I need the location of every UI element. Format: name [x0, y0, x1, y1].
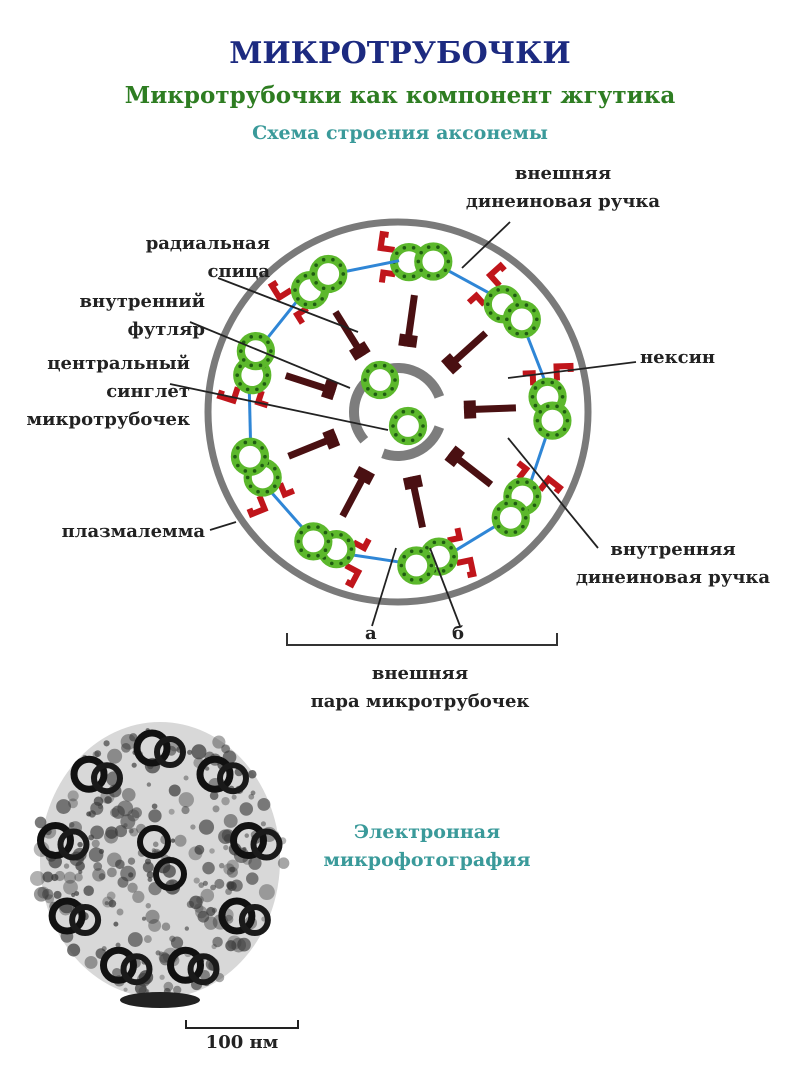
micrograph-doublet — [230, 822, 268, 860]
label-tubule-a: а — [365, 623, 377, 644]
outer-dynein-arm — [344, 562, 363, 589]
leader-tubule-a — [371, 547, 397, 627]
tubule-b — [491, 498, 530, 537]
nexin-link — [447, 520, 504, 556]
nexin-link — [265, 485, 310, 536]
nexin-link — [345, 552, 408, 565]
central-singlet-lower — [388, 406, 428, 446]
outer-doublet — [216, 294, 339, 409]
micrograph-doublet — [99, 946, 137, 984]
label-tubule-b: б — [452, 623, 465, 644]
inner-dynein-arm — [447, 527, 464, 544]
spoke-head — [398, 333, 418, 348]
inner-dynein-arm — [522, 370, 537, 386]
tubule-b — [236, 331, 275, 371]
nexin-link — [247, 384, 253, 448]
scale-bar-line — [185, 1020, 299, 1029]
spoke-head — [353, 466, 375, 486]
micrograph-doublet — [36, 822, 74, 860]
label-nexin: нексин — [640, 347, 716, 368]
outer-dynein-arm — [537, 474, 564, 495]
spoke-head — [463, 400, 477, 419]
plasmalemma-ring — [204, 218, 592, 606]
micrograph-doublet — [70, 755, 108, 793]
leader-tubule-b — [429, 547, 461, 627]
tubule-b — [294, 522, 333, 561]
spoke-head — [349, 341, 371, 361]
leader-inner-dynein — [507, 437, 599, 549]
inner-dynein-arm — [516, 460, 531, 481]
outer-doublet — [345, 474, 477, 579]
nexin-link — [527, 428, 551, 490]
outer-doublet — [377, 230, 497, 348]
tubule-b — [230, 437, 270, 476]
inner-dynein-arm — [277, 482, 296, 499]
tubule-b — [309, 254, 348, 294]
outer-pair-bracket — [286, 633, 558, 646]
micrograph-doublet — [218, 897, 256, 935]
outer-doublet — [246, 384, 341, 519]
outer-pair-brace — [286, 633, 558, 646]
leader-plasmalemma — [209, 521, 237, 531]
leader-central-singlet — [169, 383, 389, 431]
tubule-b — [502, 300, 541, 339]
outer-doublet — [463, 362, 574, 490]
leader-nexin — [507, 361, 637, 379]
label-plasmalemma: плазмалемма — [61, 521, 205, 542]
tubule-b — [533, 401, 572, 440]
tubule-b — [414, 242, 453, 281]
nexin-link — [439, 265, 497, 299]
micrograph-doublet — [133, 729, 171, 767]
tubule-b — [397, 546, 436, 585]
electron-micrograph — [29, 722, 290, 1008]
outer-dynein-arm — [377, 230, 395, 253]
leader-outer-dynein — [461, 221, 511, 269]
scale-bar-label: 100 нм — [205, 1032, 279, 1053]
outer-doublet — [444, 445, 564, 556]
outer-doublet — [265, 466, 375, 589]
spoke-head — [321, 379, 339, 401]
page-subtitle: Микротрубочки как компонент жгутика — [124, 82, 676, 109]
nexin-link — [336, 259, 400, 275]
outer-dynein-arm — [246, 494, 269, 519]
inner-dynein-arm — [378, 269, 396, 283]
micrograph-doublet — [196, 755, 234, 793]
page-title: МИКРОТРУБОЧКИ — [229, 36, 571, 71]
nexin-link — [522, 327, 549, 388]
micrograph-doublet — [48, 897, 86, 935]
micrograph-doublet — [167, 946, 205, 984]
central-singlet-upper — [360, 360, 400, 400]
inner-dynein-arm — [466, 291, 487, 307]
outer-dynein-arm — [485, 261, 507, 288]
spoke-head — [444, 445, 466, 468]
inner-dynein-arm — [352, 537, 372, 553]
micrograph-base — [120, 992, 200, 1008]
outer-dynein-arm — [456, 556, 477, 579]
outer-doublet — [441, 261, 549, 388]
spoke-head — [322, 428, 341, 450]
leader-inner-sheath — [189, 321, 351, 389]
scheme-title: Схема строения аксонемы — [252, 122, 548, 144]
nexin-link — [260, 294, 303, 346]
micrograph-central-pair — [137, 825, 171, 859]
outer-dynein-arm — [216, 386, 241, 405]
spoke-head — [402, 474, 424, 491]
scale-bar — [185, 1020, 299, 1029]
leader-radial-spoke — [217, 277, 359, 333]
spoke-head — [441, 353, 462, 375]
outer-dynein-arm — [553, 362, 574, 381]
outer-dynein-arm — [267, 279, 293, 302]
